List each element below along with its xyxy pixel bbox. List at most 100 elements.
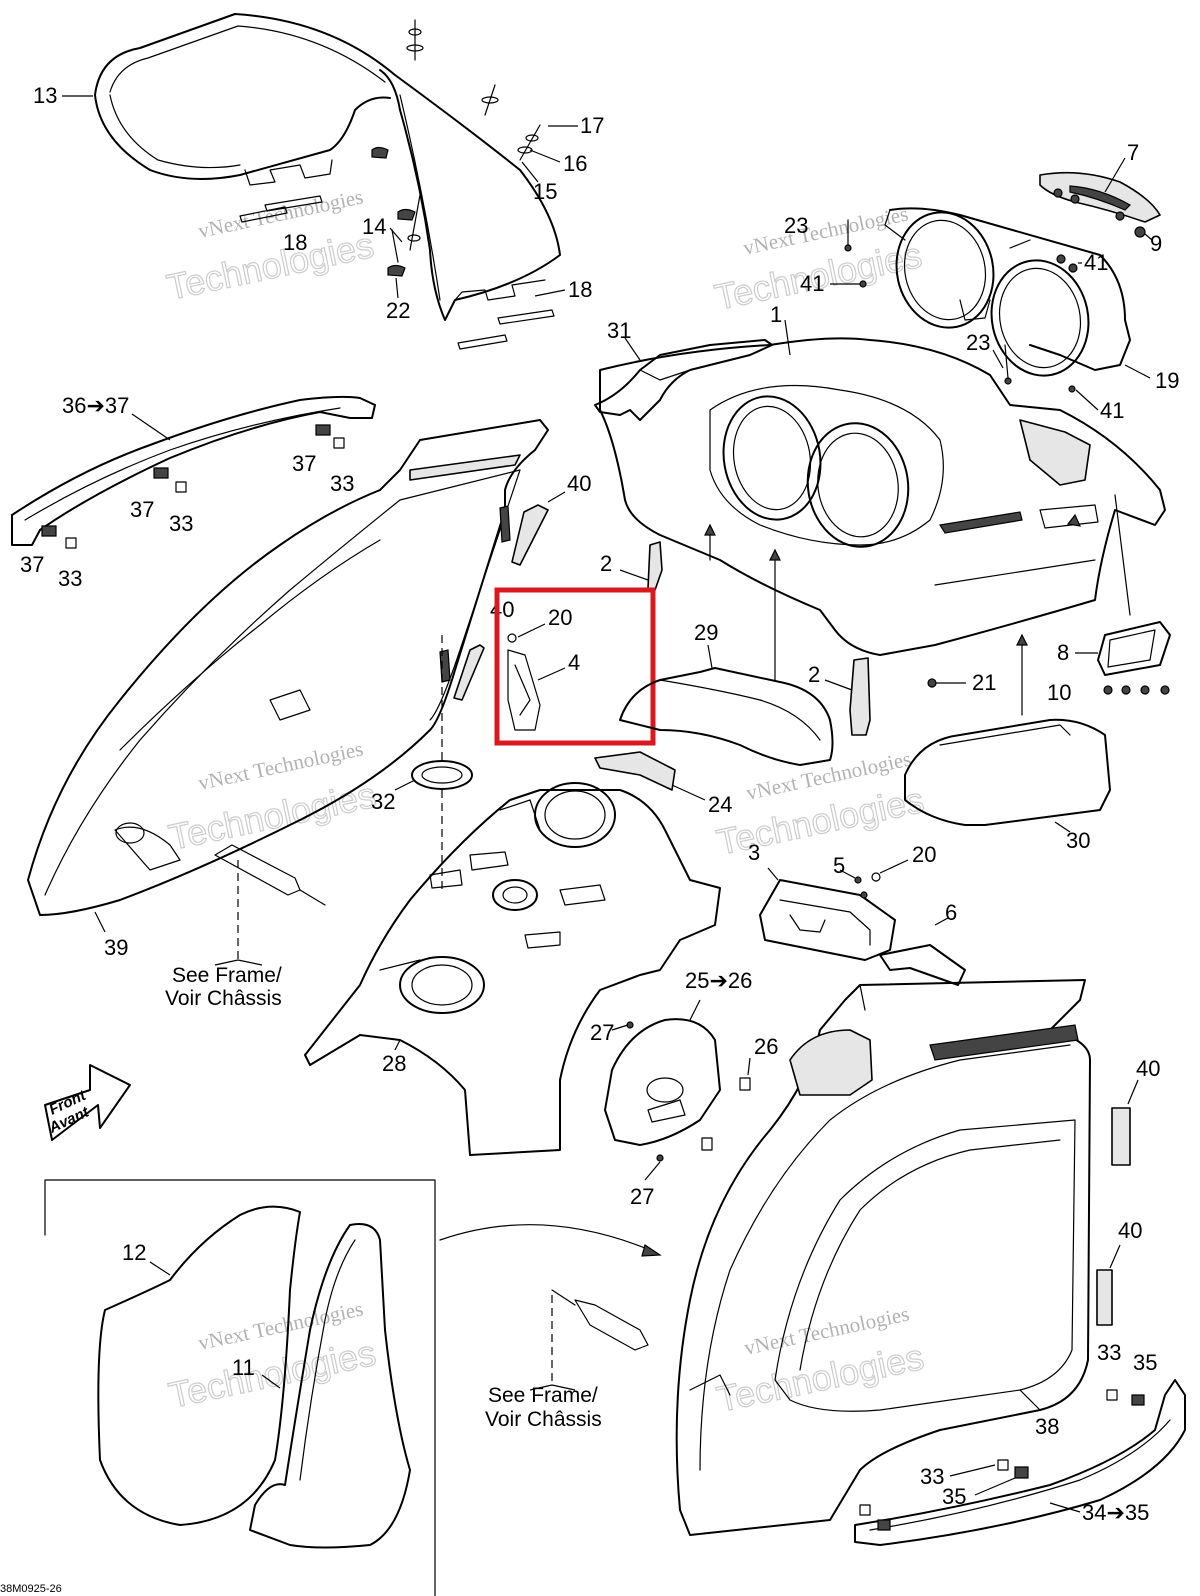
see-frame-note-1b: Voir Châssis <box>165 987 282 1010</box>
label-11: 11 <box>232 1355 255 1380</box>
label-30: 30 <box>1066 828 1090 853</box>
rail-36[interactable] <box>11 395 376 546</box>
label-9: 9 <box>1150 231 1162 256</box>
cover-30[interactable] <box>904 718 1111 826</box>
label-18a: 18 <box>283 230 307 255</box>
screw-5a[interactable] <box>854 876 862 884</box>
pad-12[interactable] <box>97 1205 301 1526</box>
label-4: 4 <box>568 650 580 675</box>
see-frame-note-2a: See Frame/ <box>488 1384 598 1407</box>
label-27b: 27 <box>630 1184 654 1209</box>
label-26: 26 <box>754 1034 778 1059</box>
label-23a: 23 <box>784 213 808 238</box>
center-console-28[interactable] <box>304 782 721 1156</box>
label-40a: 40 <box>567 471 591 496</box>
label-17: 17 <box>580 113 604 138</box>
highlight-box <box>494 587 656 746</box>
plate-6[interactable] <box>879 944 966 986</box>
bracket-3[interactable] <box>759 879 896 961</box>
washer-20[interactable] <box>871 872 881 882</box>
watermark-5b: Technologies <box>165 1332 379 1416</box>
trim-31[interactable] <box>594 339 773 421</box>
clip-2-lower[interactable] <box>849 657 871 736</box>
label-40d: 40 <box>1118 1218 1142 1243</box>
screw-33d[interactable] <box>1106 1389 1118 1401</box>
fasteners-33-37[interactable] <box>41 424 345 549</box>
trim-7[interactable] <box>1039 171 1161 238</box>
vent-8[interactable] <box>1097 621 1171 676</box>
label-33a: 33 <box>330 471 354 496</box>
label-37b: 37 <box>130 497 154 522</box>
grommet-35a[interactable] <box>1131 1394 1145 1406</box>
windshield-13[interactable] <box>94 13 561 321</box>
drawing-reference: 38M0925-26 <box>0 1583 62 1595</box>
label-8: 8 <box>1057 640 1069 665</box>
label-36-37: 36➔37 <box>62 393 129 418</box>
screw-27b[interactable] <box>656 1154 664 1162</box>
label-29: 29 <box>694 620 718 645</box>
label-24: 24 <box>708 792 732 817</box>
grommet-35b[interactable] <box>1014 1466 1029 1479</box>
label-40c: 40 <box>1136 1056 1160 1081</box>
clip-2-upper[interactable] <box>647 541 663 591</box>
front-arrow-icon: Front Avant <box>44 1064 131 1141</box>
handle-pin[interactable] <box>214 844 326 960</box>
label-18b: 18 <box>568 277 592 302</box>
label-35a: 35 <box>1133 1350 1157 1375</box>
label-1: 1 <box>770 302 782 327</box>
label-34-35: 34➔35 <box>1082 1500 1149 1525</box>
side-panel-39[interactable] <box>27 419 549 916</box>
label-33e: 33 <box>920 1464 944 1489</box>
label-16: 16 <box>563 151 587 176</box>
label-13: 13 <box>33 83 57 108</box>
screw-33e[interactable] <box>997 1459 1009 1471</box>
cupholder-25[interactable] <box>604 1018 721 1146</box>
strip-40a[interactable] <box>511 504 549 566</box>
label-37a: 37 <box>292 451 316 476</box>
bracket-4[interactable] <box>507 633 541 731</box>
label-3: 3 <box>748 840 760 865</box>
see-frame-note-2b: Voir Châssis <box>485 1408 602 1431</box>
label-23b: 23 <box>966 330 990 355</box>
screw-5b[interactable] <box>860 891 868 899</box>
label-33c: 33 <box>58 566 82 591</box>
pin-bottom[interactable] <box>551 1289 649 1385</box>
inset-pointer-head <box>641 1244 662 1257</box>
side-panel-38[interactable] <box>675 979 1091 1536</box>
label-5: 5 <box>833 853 845 878</box>
rail-34[interactable] <box>854 1379 1186 1546</box>
watermark-group: vNext Technologies Technologies vNext Te… <box>163 185 928 1421</box>
label-7: 7 <box>1127 140 1139 165</box>
screw-33f[interactable] <box>859 1504 871 1516</box>
windshield-fasteners[interactable] <box>239 19 555 350</box>
strip-40d[interactable] <box>1096 1269 1113 1326</box>
screw-23-41[interactable] <box>844 219 1078 393</box>
assembly-arrows-console <box>704 494 1131 716</box>
label-27a: 27 <box>590 1020 614 1045</box>
label-14: 14 <box>362 214 386 239</box>
inset-frame <box>44 1179 436 1596</box>
grommet-35c[interactable] <box>877 1519 891 1531</box>
label-39: 39 <box>104 935 128 960</box>
label-6: 6 <box>945 900 957 925</box>
ring-32[interactable] <box>411 760 473 790</box>
pad-11[interactable] <box>249 1223 411 1549</box>
fastener-21[interactable] <box>927 678 937 688</box>
screws-10[interactable] <box>1103 685 1170 695</box>
console-1[interactable] <box>599 337 1166 656</box>
label-28: 28 <box>382 1051 406 1076</box>
watermark-3b: Technologies <box>165 774 379 858</box>
watermark-1b: Technologies <box>163 224 377 308</box>
label-41b: 41 <box>800 271 824 296</box>
bumper-26b[interactable] <box>701 1137 713 1151</box>
strip-40b[interactable] <box>453 644 485 701</box>
trim-24[interactable] <box>594 751 676 791</box>
strip-40c[interactable] <box>1111 1107 1131 1166</box>
panel-29[interactable] <box>619 667 834 766</box>
label-41a: 41 <box>1084 250 1108 275</box>
gauge-housing-19[interactable] <box>884 203 1131 384</box>
label-19: 19 <box>1155 368 1179 393</box>
bumper-26a[interactable] <box>739 1077 751 1091</box>
inset-pointer <box>439 1224 651 1251</box>
